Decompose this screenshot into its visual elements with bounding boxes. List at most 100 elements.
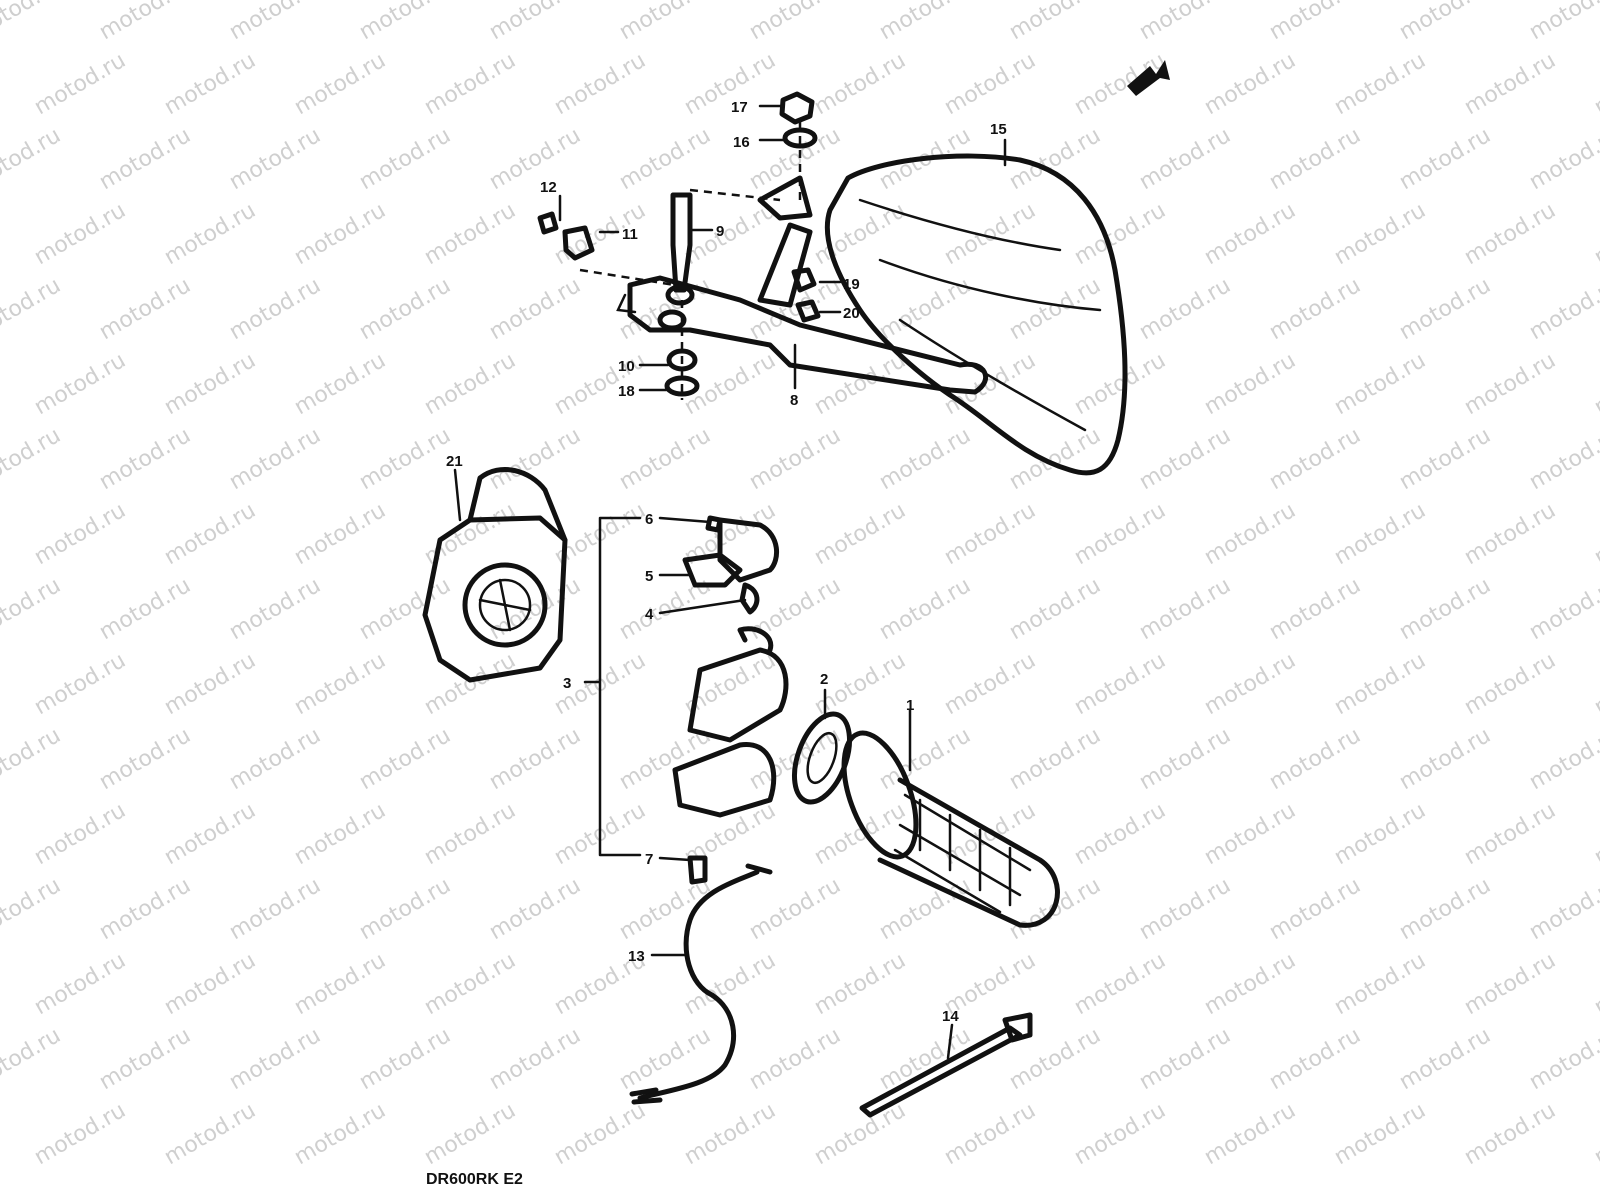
callout-21: 21 bbox=[446, 453, 463, 470]
watermark-text: motod.ru bbox=[1265, 1023, 1365, 1095]
watermark-text: motod.ru bbox=[1200, 798, 1300, 870]
watermark-text: motod.ru bbox=[225, 0, 325, 45]
watermark-text: motod.ru bbox=[1005, 723, 1105, 795]
watermark-text: motod.ru bbox=[1525, 573, 1600, 645]
nut-20 bbox=[795, 299, 821, 323]
watermark-text: motod.ru bbox=[1265, 873, 1365, 945]
housing-lower bbox=[672, 742, 777, 818]
screw-7 bbox=[687, 855, 708, 885]
callout-13: 13 bbox=[628, 948, 645, 965]
watermark-text: motod.ru bbox=[95, 873, 195, 945]
watermark-text: motod.ru bbox=[1460, 48, 1560, 120]
watermark-text: motod.ru bbox=[1330, 198, 1430, 270]
callout-5: 5 bbox=[645, 568, 653, 585]
watermark-text: motod.ru bbox=[485, 723, 585, 795]
watermark-text: motod.ru bbox=[615, 423, 715, 495]
watermark-text: motod.ru bbox=[420, 48, 520, 120]
watermark-text: motod.ru bbox=[95, 423, 195, 495]
watermark-text: motod.ru bbox=[225, 1023, 325, 1095]
cap bbox=[717, 517, 780, 583]
callout-20: 20 bbox=[843, 305, 860, 322]
watermark-text: motod.ru bbox=[160, 498, 260, 570]
watermark-text: motod.ru bbox=[30, 48, 130, 120]
watermark-text: motod.ru bbox=[420, 948, 520, 1020]
watermark-text: motod.ru bbox=[940, 1098, 1040, 1170]
watermark-text: motod.ru bbox=[875, 873, 975, 945]
watermark-text: motod.ru bbox=[680, 948, 780, 1020]
watermark-text: motod.ru bbox=[1200, 948, 1300, 1020]
callout-18: 18 bbox=[618, 383, 635, 400]
watermark-text: motod.ru bbox=[1135, 123, 1235, 195]
watermark-text: motod.ru bbox=[1330, 948, 1430, 1020]
watermark-text: motod.ru bbox=[1200, 198, 1300, 270]
watermark-text: motod.ru bbox=[160, 798, 260, 870]
watermark-text: motod.ru bbox=[1200, 1098, 1300, 1170]
watermark-text: motod.ru bbox=[1460, 798, 1560, 870]
watermark-text: motod.ru bbox=[30, 798, 130, 870]
watermark-text: motod.ru bbox=[1265, 0, 1365, 45]
watermark-text: motod.ru bbox=[290, 498, 390, 570]
watermark-text: motod.ru bbox=[1265, 273, 1365, 345]
watermark-text: motod.ru bbox=[420, 1098, 520, 1170]
callout-8: 8 bbox=[790, 392, 798, 409]
watermark-text: motod.ru bbox=[1525, 423, 1600, 495]
watermark-text: motod.ru bbox=[1330, 1098, 1430, 1170]
watermark-text: motod.ru bbox=[1460, 498, 1560, 570]
watermark-text: motod.ru bbox=[1460, 348, 1560, 420]
watermark-text: motod.ru bbox=[355, 123, 455, 195]
watermark-text: motod.ru bbox=[1590, 798, 1600, 870]
callout-10: 10 bbox=[618, 358, 635, 375]
watermark-text: motod.ru bbox=[95, 573, 195, 645]
plate-5 bbox=[682, 552, 743, 588]
callout-labels: 17 16 15 12 11 9 19 20 10 18 8 21 6 5 4 … bbox=[446, 99, 1007, 1025]
hand-guard bbox=[824, 153, 1128, 476]
cable-tie bbox=[859, 1012, 1033, 1118]
watermark-text: motod.ru bbox=[355, 273, 455, 345]
clip-12 bbox=[537, 211, 559, 235]
callout-19: 19 bbox=[843, 276, 860, 293]
watermark-text: motod.ru bbox=[745, 123, 845, 195]
watermark-text: motod.ru bbox=[875, 0, 975, 45]
housing-upper bbox=[687, 647, 789, 743]
watermark-text: motod.ru bbox=[1460, 1098, 1560, 1170]
watermark-text: motod.ru bbox=[940, 648, 1040, 720]
watermark-text: motod.ru bbox=[160, 198, 260, 270]
throttle-housing bbox=[672, 515, 789, 885]
watermark-text: motod.ru bbox=[290, 48, 390, 120]
watermark-text: motod.ru bbox=[875, 273, 975, 345]
watermark-text: motod.ru bbox=[810, 498, 910, 570]
watermark-text: motod.ru bbox=[940, 198, 1040, 270]
watermark-text: motod.ru bbox=[0, 873, 65, 945]
watermark-text: motod.ru bbox=[745, 423, 845, 495]
watermark-text: motod.ru bbox=[680, 198, 780, 270]
screw-6 bbox=[705, 515, 723, 533]
watermark-text: motod.ru bbox=[485, 123, 585, 195]
front-arrow-icon bbox=[1127, 60, 1170, 96]
watermark-text: motod.ru bbox=[940, 348, 1040, 420]
watermark-text: motod.ru bbox=[1135, 273, 1235, 345]
watermark-text: motod.ru bbox=[1200, 48, 1300, 120]
nut-11 bbox=[562, 225, 595, 261]
watermark-text: motod.ru bbox=[1265, 573, 1365, 645]
watermark-text: motod.ru bbox=[810, 948, 910, 1020]
callout-14: 14 bbox=[942, 1008, 959, 1025]
watermark-text: motod.ru bbox=[355, 873, 455, 945]
watermark-text: motod.ru bbox=[1135, 423, 1235, 495]
diagram-code: DR600RK E2 bbox=[426, 1171, 523, 1188]
watermark-text: motod.ru bbox=[1070, 648, 1170, 720]
watermark-text: motod.ru bbox=[1070, 948, 1170, 1020]
watermark-text: motod.ru bbox=[1395, 723, 1495, 795]
watermark-text: motod.ru bbox=[290, 948, 390, 1020]
watermark-text: motod.ru bbox=[1330, 498, 1430, 570]
watermark-text: motod.ru bbox=[1525, 723, 1600, 795]
watermark-text: motod.ru bbox=[160, 648, 260, 720]
bushing bbox=[665, 284, 695, 306]
bolt-9 bbox=[670, 192, 693, 293]
callout-6: 6 bbox=[645, 511, 653, 528]
watermark-text: motod.ru bbox=[745, 0, 845, 45]
watermark-text: motod.ru bbox=[30, 198, 130, 270]
watermark-text: motod.ru bbox=[1005, 573, 1105, 645]
watermark-text: motod.ru bbox=[1395, 273, 1495, 345]
watermark-text: motod.ru bbox=[1395, 0, 1495, 45]
